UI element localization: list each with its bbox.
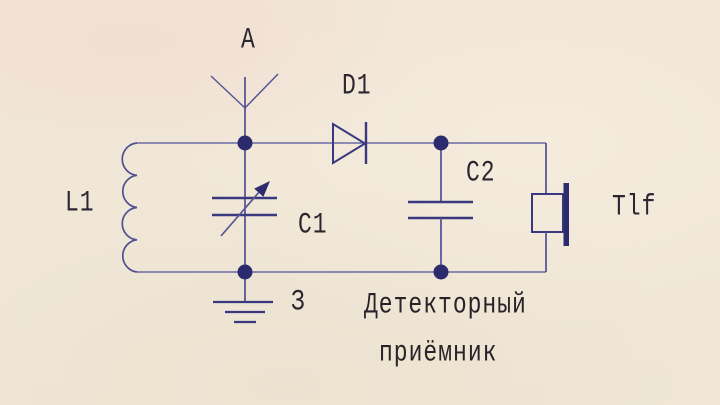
antenna-label: A [241, 22, 256, 57]
junction-dots [237, 135, 449, 280]
caption-line-1: Детекторный [364, 287, 527, 322]
antenna-icon [210, 73, 279, 143]
junction-dot [237, 264, 253, 280]
capacitor-icon [408, 143, 473, 272]
caption-line-2: приёмник [379, 335, 498, 370]
variable-capacitor-icon [212, 143, 277, 272]
junction-dot [433, 264, 449, 280]
inductor-label: L1 [65, 185, 95, 220]
earphone-label: Tlf [612, 189, 657, 224]
capacitor-label: C2 [466, 155, 496, 190]
diode-label: D1 [342, 68, 372, 103]
variable-capacitor-label: C1 [298, 207, 328, 242]
diode-icon [332, 122, 368, 165]
earphone-icon [531, 143, 569, 272]
ground-label: З [291, 284, 306, 319]
junction-dot [237, 135, 253, 151]
junction-dot [433, 135, 449, 151]
ground-icon [213, 272, 273, 324]
inductor-icon [121, 142, 138, 273]
